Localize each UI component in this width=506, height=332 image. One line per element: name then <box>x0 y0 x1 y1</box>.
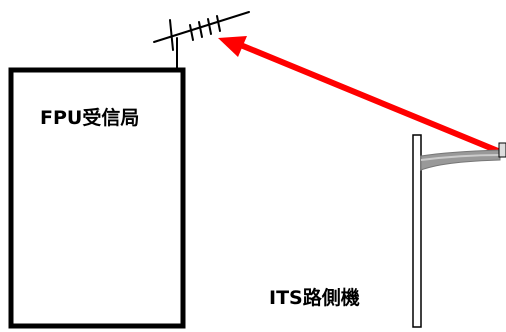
roadside-antenna <box>498 142 506 158</box>
roadside-arm <box>420 149 501 171</box>
roadside-pole <box>412 134 422 328</box>
antenna-element <box>207 18 212 35</box>
roadside-unit-label: ITS路側機 <box>269 286 360 309</box>
antenna-boom <box>153 11 250 43</box>
station-label: FPU受信局 <box>40 106 139 129</box>
fpu-receiving-station: FPU受信局 <box>8 67 186 329</box>
antenna-element <box>216 15 221 32</box>
antenna-element <box>169 19 174 51</box>
antenna-element <box>198 21 203 38</box>
yagi-antenna-icon <box>153 11 250 71</box>
station-building <box>8 67 186 329</box>
signal-arrow <box>218 36 501 154</box>
its-roadside-unit: ITS路側機 <box>269 134 506 328</box>
signal-arrowhead <box>218 36 247 57</box>
signal-arrow-shaft <box>240 43 501 154</box>
antenna-element <box>189 24 194 41</box>
roadside-arm-highlight <box>420 154 501 161</box>
